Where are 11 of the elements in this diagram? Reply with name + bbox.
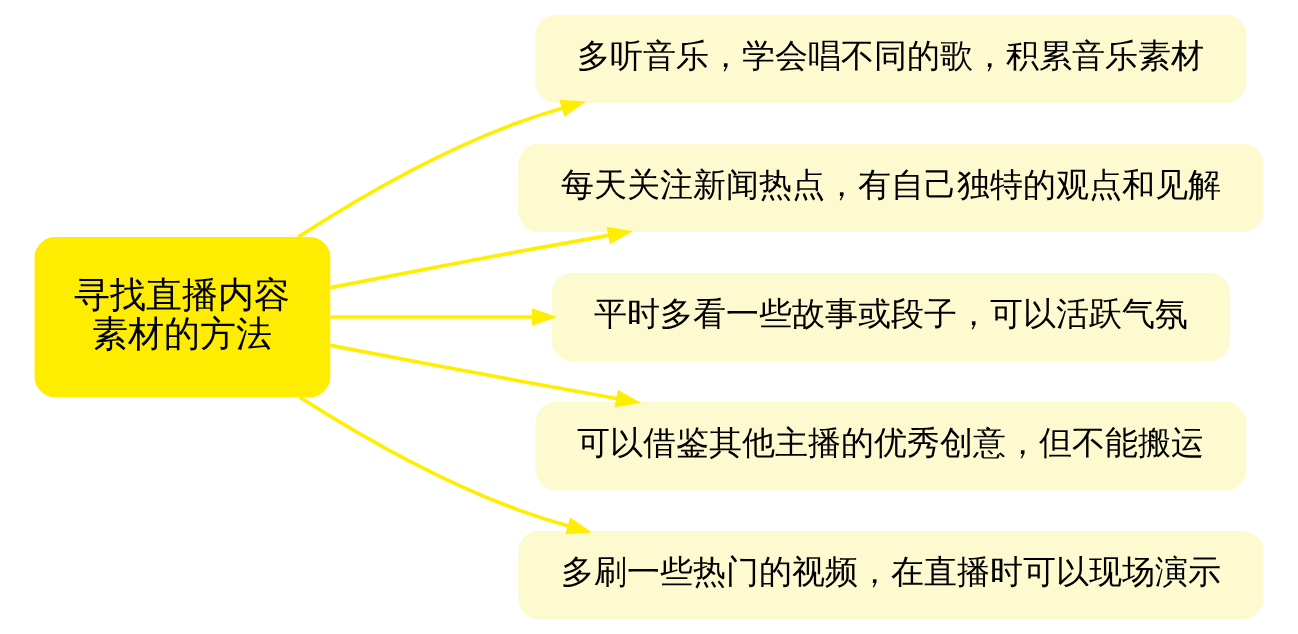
- node-box: 平时多看一些故事或段子，可以活跃气氛: [551, 272, 1230, 362]
- arrow: [298, 395, 592, 535]
- node-box: 可以借鉴其他主播的优秀创意，但不能搬运: [535, 402, 1247, 491]
- node-box: 多听音乐，学会唱不同的歌，积累音乐素材: [535, 14, 1247, 103]
- node-box: 每天关注新闻热点，有自己独特的观点和见解: [518, 143, 1264, 232]
- node-box: 寻找直播内容素材的方法: [34, 236, 331, 398]
- arrow: [330, 226, 634, 290]
- arrow: [297, 99, 587, 239]
- arrow: [330, 308, 558, 326]
- arrow: [330, 343, 642, 408]
- node-box: 多刷一些热门的视频，在直播时可以现场演示: [518, 531, 1264, 620]
